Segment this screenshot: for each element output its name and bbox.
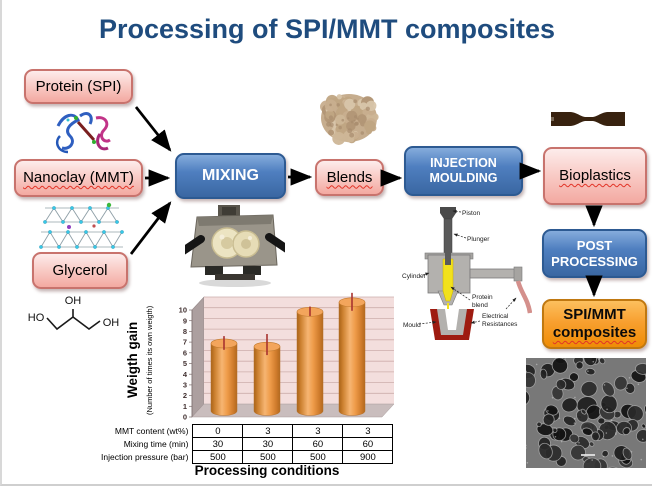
arrow-protein-to-mixing [134,106,172,152]
page-title: Processing of SPI/MMT composites [98,14,556,44]
node-bioplastics-label: Bioplastics [559,167,631,184]
svg-text:1: 1 [183,402,187,411]
label-mould: Mould [403,322,421,329]
bar-cylinder [210,343,238,416]
label-cylinder: Cylinder [402,273,427,280]
node-injection-moulding[interactable]: INJECTION MOULDING [404,146,523,196]
piston-shape [440,207,456,219]
condition-row-label: Injection pressure (bar) [101,452,189,462]
glycerol-oh-top: OH [65,295,82,307]
bar-cylinder [296,311,324,416]
node-composites-line2: composites [552,324,637,341]
chart-y-axis-label: Weigth gain [125,321,140,399]
arrow-glycerol-to-mixing [129,201,172,255]
powder-photo [320,94,379,145]
node-bioplastics[interactable]: Bioplastics [543,147,647,205]
svg-text:0: 0 [183,413,187,422]
node-spi-mmt-composites[interactable]: SPI/MMT composites [542,299,647,349]
svg-text:9: 9 [183,316,187,325]
node-injection-moulding-label: INJECTION MOULDING [429,156,498,185]
node-composites-line1: SPI/MMT [563,306,626,323]
protein-structure-image [56,112,111,154]
node-glycerol-label: Glycerol [52,261,108,279]
svg-text:6: 6 [183,348,187,357]
label-protein-blend-1: Protein [472,294,493,301]
condition-value-cell: 60 [342,437,394,451]
glycerol-molecule-image: OH HO OH [28,295,120,331]
condition-value-cell: 0 [192,424,244,438]
nanoclay-structure-image [39,202,124,249]
node-nanoclay[interactable]: Nanoclay (MMT) [14,159,143,197]
node-mixing[interactable]: MIXING [175,153,286,199]
dogbone-specimen-image [551,112,625,126]
injection-moulding-schematic: Piston Plunger Cylinder Protein blend Mo… [402,207,532,340]
svg-text:10: 10 [179,306,187,315]
condition-value-cell: 60 [292,437,344,451]
node-protein-label: Protein (SPI) [35,77,122,95]
condition-value-cell: 500 [192,450,244,464]
condition-value-cell: 500 [242,450,294,464]
svg-text:3: 3 [183,381,187,390]
svg-text:5: 5 [183,359,187,368]
label-plunger: Plunger [467,236,490,243]
svg-text:4: 4 [183,370,188,379]
bar-cylinder [253,346,281,416]
label-protein-blend-2: blend [472,302,488,309]
label-piston: Piston [462,210,480,217]
svg-text:8: 8 [183,327,187,336]
chart-x-axis-label: Processing conditions [194,463,340,478]
condition-row-label: Mixing time (min) [123,439,189,449]
node-glycerol[interactable]: Glycerol [32,252,128,289]
node-protein[interactable]: Protein (SPI) [24,69,133,104]
node-post-processing-label: POST PROCESSING [551,237,638,269]
label-electrical-2: Resistances [482,321,518,328]
node-post-processing[interactable]: POST PROCESSING [542,229,647,278]
node-nanoclay-label: Nanoclay (MMT) [23,169,134,186]
node-mixing-label: MIXING [202,167,259,185]
chart-y-axis-sublabel: (Number of times its own weigth) [145,305,154,415]
node-blends[interactable]: Blends [315,159,384,196]
svg-text:2: 2 [183,391,187,400]
label-electrical-1: Electrical [482,313,509,320]
sem-micrograph-image [526,358,646,468]
condition-value-cell: 3 [242,424,294,438]
protein-blend-shape [442,258,454,302]
condition-value-cell: 3 [342,424,394,438]
resistance-tube-shape [515,280,532,314]
condition-row-label: MMT content (wt%) [114,426,189,436]
bar-cylinder [338,302,366,416]
condition-value-cell: 3 [292,424,344,438]
node-blends-label: Blends [326,168,373,186]
glycerol-ho-left: HO [28,312,45,324]
condition-value-cell: 900 [342,450,394,464]
mixer-photo [185,205,285,287]
condition-value-cell: 500 [292,450,344,464]
glycerol-oh-right: OH [103,317,120,329]
weight-gain-chart: Weigth gain (Number of times its own wei… [97,283,407,483]
condition-value-cell: 30 [242,437,294,451]
svg-text:7: 7 [183,338,187,347]
condition-value-cell: 30 [192,437,244,451]
